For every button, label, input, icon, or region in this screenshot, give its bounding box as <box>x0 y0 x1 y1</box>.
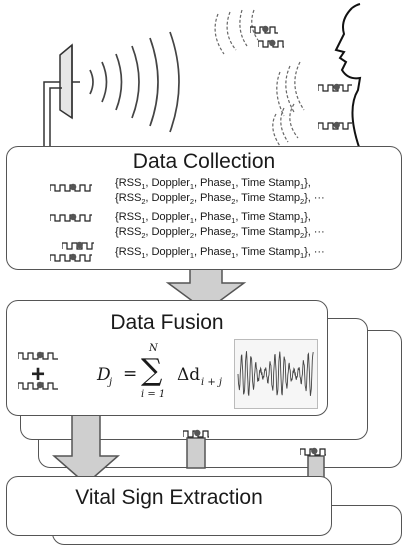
record-line: {RSS2, Doppler2, Phase2, Time Stamp2}, ·… <box>115 226 325 241</box>
rfid-tag-icon <box>18 381 58 390</box>
reflected-wave-icon <box>214 9 305 147</box>
antenna-icon <box>43 43 80 148</box>
breathing-waveform-icon <box>234 339 318 409</box>
radio-wave-icon <box>89 31 180 133</box>
rfid-tag-icon <box>50 213 92 222</box>
vital-sign-extraction-title: Vital Sign Extraction <box>75 486 263 509</box>
record-line: {RSS1, Doppler1, Phase1, Time Stamp1}, ·… <box>115 246 325 261</box>
fusion-formula: D j = ∑ N i = 1 Δd i + j <box>97 343 223 400</box>
record-line: {RSS2, Doppler2, Phase2, Time Stamp2}, ·… <box>115 192 325 207</box>
plus-sign: + <box>31 361 46 388</box>
rfid-tag-icon <box>50 253 92 262</box>
rfid-tag-icon <box>318 83 352 92</box>
rfid-tag-icon <box>300 447 326 456</box>
diagram-canvas: Data Collection {RSS1, Doppler1, Phase1,… <box>6 3 402 545</box>
vital-sign-extraction-box: Vital Sign Extraction <box>6 476 332 536</box>
rfid-tag-icon <box>318 121 352 130</box>
data-collection-title: Data Collection <box>132 150 276 173</box>
record-line: {RSS1, Doppler1, Phase1, Time Stamp1}, <box>115 211 311 226</box>
rfid-tag-icon <box>62 241 94 250</box>
rfid-tag-icon <box>50 183 92 192</box>
human-profile-icon <box>334 3 362 150</box>
rfid-tag-icon <box>183 429 209 438</box>
rfid-tag-icon <box>258 39 284 48</box>
record-line: {RSS1, Doppler1, Phase1, Time Stamp1}, <box>115 177 311 192</box>
connector-bar <box>186 437 206 469</box>
sensing-scene <box>43 3 362 150</box>
downward-arrow-icon <box>52 411 120 485</box>
rfid-tag-icon <box>18 351 58 360</box>
data-fusion-box: Data Fusion + D j = ∑ N i = 1 Δd i + j <box>6 300 328 416</box>
data-fusion-title: Data Fusion <box>110 311 224 334</box>
rfid-tag-icon <box>250 25 278 34</box>
